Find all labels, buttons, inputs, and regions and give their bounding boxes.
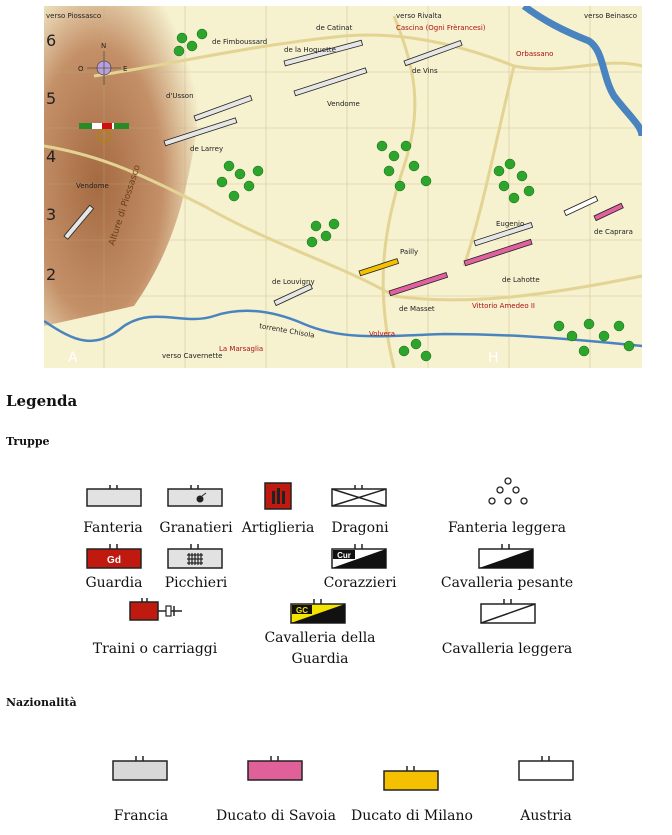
austria-swatch [518,756,574,781]
picchieri-symbol [167,544,223,569]
compass-o: O [78,65,84,73]
cmd-fimboussard: de Fimboussard [212,38,267,46]
french-troops [63,39,463,307]
cmd-masset: de Masset [399,305,435,313]
row-4: 4 [46,147,56,166]
cavalleria-guardia-code: GC [296,606,308,615]
troops-title: Truppe [6,435,50,448]
label-austria: Austria [520,808,572,824]
place-marsaglia: La Marsaglia [219,345,263,353]
cmd-caprara: de Caprara [594,228,633,236]
place-cascina: Cascina (Ogni Frèrancesi) [396,24,486,32]
cmd-vittorio: Vittorio Amedeo II [472,302,535,310]
cmd-pailly: Pailly [400,248,418,256]
label-cavalleria-leggera: Cavalleria leggera [441,641,573,657]
francia-swatch [112,756,168,781]
col-h: H [488,350,499,366]
dir-rivalta: verso Rivalta [396,12,442,20]
cmd-larrey: de Larrey [190,145,223,153]
label-picchieri: Picchieri [164,575,228,591]
label-savoia: Ducato di Savoia [216,808,336,824]
label-artiglieria: Artiglieria [241,520,315,536]
row-6: 6 [46,31,56,50]
compass-rose [87,51,121,85]
dir-beinasco: verso Beinasco [584,12,637,20]
col-a: A [68,350,78,366]
dir-cavernette: verso Cavernette [162,352,222,360]
river-chisola [44,309,642,348]
savoia-swatch [247,756,303,781]
battle-map: verso Piossasco verso Rivalta verso Bein… [44,6,642,368]
legend-title: Legenda [6,392,78,410]
fanteria-symbol [86,485,142,507]
guardia-code: Gd [107,555,121,566]
label-cavalleria-guardia-2: Guardia [291,651,349,667]
forest-1 [173,28,635,362]
label-dragoni: Dragoni [331,520,389,536]
row-3: 3 [46,205,56,224]
milano-swatch [383,766,439,791]
compass-e: E [123,65,127,73]
road-network [44,15,642,368]
allied-troops [358,195,624,297]
label-fanteria: Fanteria [83,520,143,536]
label-granatieri: Granatieri [159,520,233,536]
cavalleria-guardia-symbol: GC [290,599,346,624]
dir-piossasco: verso Piossasco [46,12,101,20]
compass-n: N [101,42,106,50]
label-francia: Francia [113,808,169,824]
cavalleria-pesante-symbol [478,544,534,569]
corazzieri-code: Cur [337,551,351,560]
cavalleria-leggera-symbol [480,599,536,624]
cmd-eugenio: Eugenio [496,220,524,228]
cmd-usson: d'Usson [166,92,194,100]
granatieri-symbol [167,485,223,507]
label-cavalleria-guardia-1: Cavalleria della [264,630,376,646]
row-5: 5 [46,89,56,108]
nationality-title: Nazionalità [6,696,77,709]
place-orbassano: Orbassano [516,50,553,58]
cmd-lahotte: de Lahotte [502,276,540,284]
row-2: 2 [46,265,56,284]
dragoni-symbol [331,485,387,507]
cmd-hoquette: de la Hoquette [284,46,336,54]
label-milano: Ducato di Milano [351,808,473,824]
cmd-vendome-2: Vendome [76,182,109,190]
place-volvera: Volvera [369,330,395,338]
label-guardia: Guardia [85,575,143,591]
label-corazzieri: Corazzieri [323,575,397,591]
fanteria-leggera-symbol [488,477,528,505]
label-cavalleria-pesante: Cavalleria pesante [440,575,574,591]
label-traini: Traini o carriaggi [92,641,218,657]
cmd-vins: de Vins [412,67,438,75]
corazzieri-symbol: Cur [331,544,387,569]
cmd-louvigny: de Louvigny [272,278,315,286]
label-fanteria-leggera: Fanteria leggera [447,520,566,536]
river-sangone [521,6,642,137]
guardia-symbol: Gd [86,544,142,569]
savoy-artillery-marker [79,123,129,143]
artiglieria-symbol [264,482,292,510]
cmd-catinat: de Catinat [316,24,353,32]
cmd-vendome-1: Vendome [327,100,360,108]
traini-symbol [129,598,182,621]
